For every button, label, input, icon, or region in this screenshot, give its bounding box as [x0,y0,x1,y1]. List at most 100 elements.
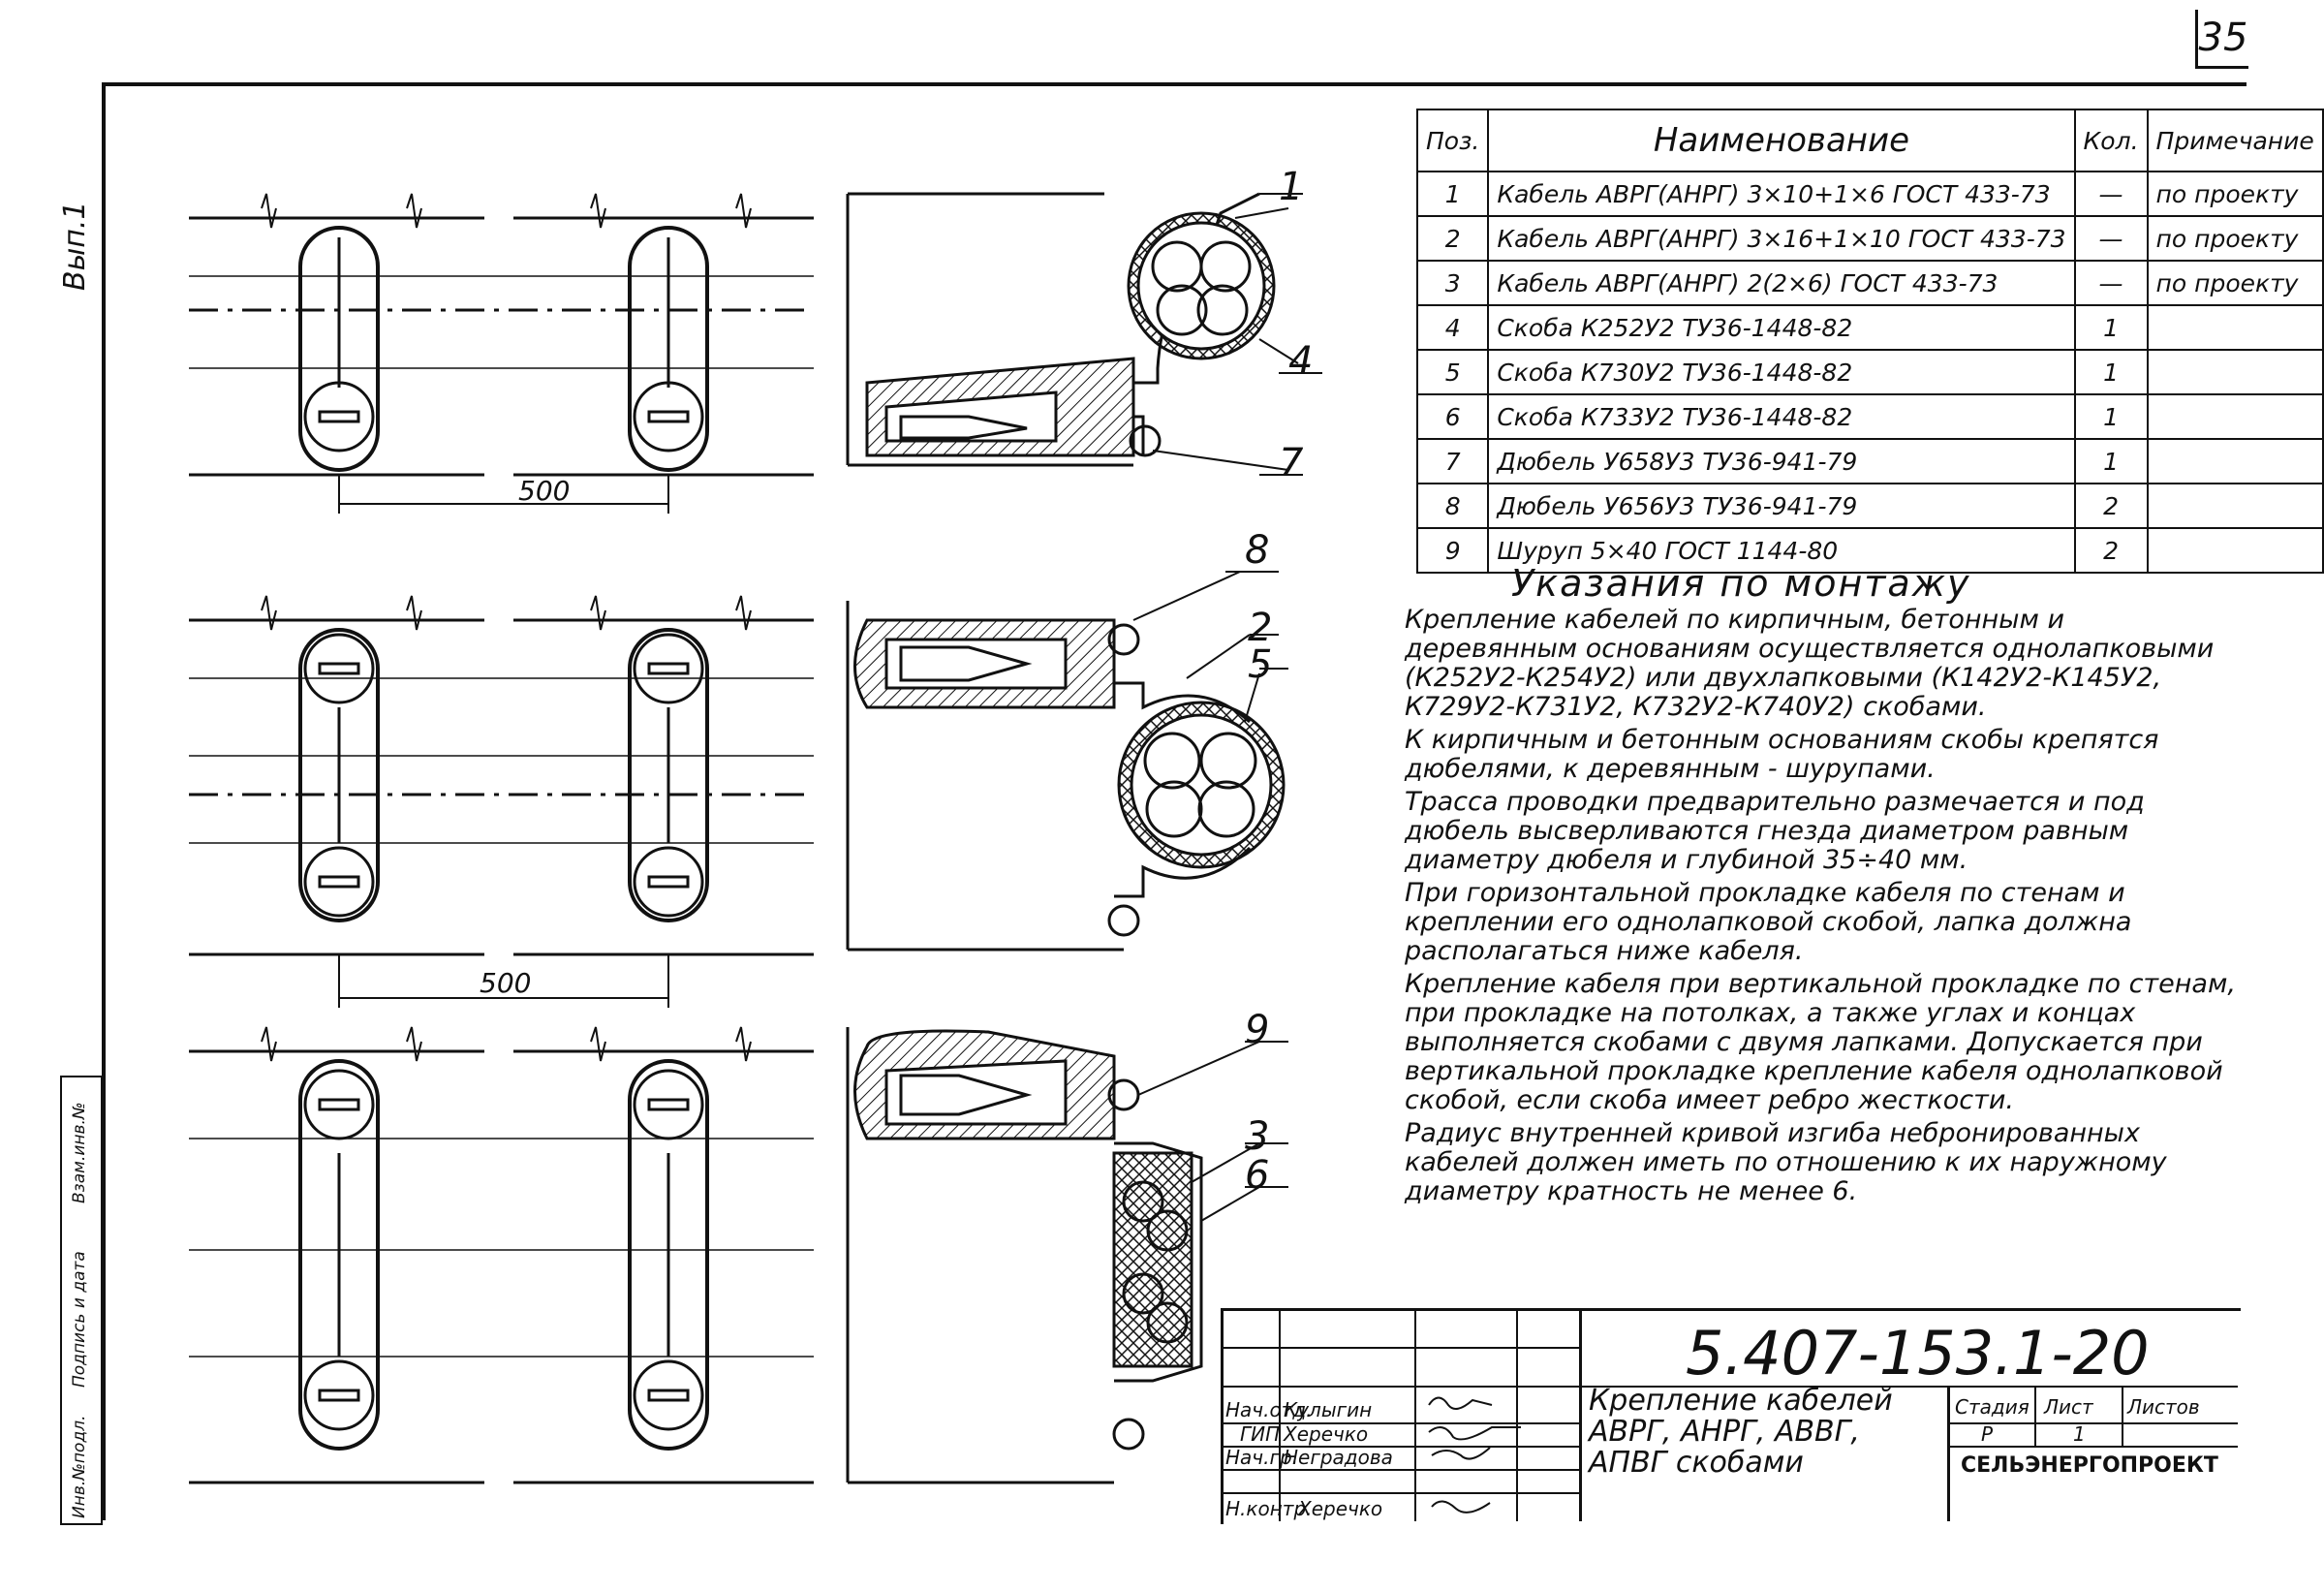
spec-qty: — [2073,215,2149,262]
side-stamp: Инв.№подл. Подпись и дата Взам.инв.№ [60,1076,103,1525]
signature-mark [1428,1426,1521,1441]
tb-line [2122,1386,2123,1446]
callout-6: 6 [1245,1153,1270,1198]
spec-name: Дюбель У658У3 ТУ36-941-79 [1487,438,2076,484]
name-n-kontr: Херечко [1298,1497,1383,1520]
role-nach-otd: Нач.отд. [1225,1398,1313,1421]
tb-line [1223,1492,1581,1494]
spec-header-pos: Поз. [1415,109,1490,172]
callout-7: 7 [1279,441,1304,485]
callout-1: 1 [1279,165,1304,209]
signature-mark [1431,1500,1491,1514]
sheet-value: 1 [2073,1422,2086,1446]
signature-mark [1431,1447,1491,1460]
callout-9: 9 [1245,1008,1270,1052]
spec-note [2146,527,2324,574]
stage-value: Р [1981,1422,1994,1446]
spec-header-qty: Кол. [2073,109,2149,172]
tb-line [1279,1310,1281,1521]
signatures [1428,1396,1521,1514]
name-nach-gr: Неградова [1284,1446,1393,1469]
role-n-kontr: Н.контр. [1225,1497,1313,1520]
document-title: Крепление кабелей АВРГ, АНРГ, АВВГ, АПВГ… [1589,1384,1893,1480]
spec-qty: 1 [2073,438,2149,484]
spec-pos: 7 [1415,438,1490,484]
spec-header-name: Наименование [1487,109,2076,172]
spec-note [2146,349,2324,395]
tb-line [1223,1347,1581,1349]
role-gip: ГИП [1240,1422,1281,1446]
spec-name: Кабель АВРГ(АНРГ) 3×10+1×6 ГОСТ 433-73 [1487,171,2076,217]
row3-wall [189,1027,1260,1484]
tb-line [1947,1386,1950,1521]
tb-line [1579,1310,1582,1521]
tb-line [1223,1386,1581,1388]
instruction-paragraph: Трасса проводки предварительно размечает… [1405,787,2145,875]
tb-line [1579,1386,2238,1388]
instruction-paragraph: К кирпичным и бетонным основаниям скобы … [1405,725,2159,784]
spec-qty: 1 [2073,304,2149,351]
sheets-label: Листов [2127,1395,2200,1419]
spec-qty: 1 [2073,393,2149,440]
spec-qty: 2 [2073,483,2149,529]
title-block [1221,1308,2241,1524]
spec-pos: 1 [1415,171,1490,217]
callout-5: 5 [1248,642,1273,687]
spec-pos: 4 [1415,304,1490,351]
dimension-500-row1: 500 [518,475,571,507]
instruction-paragraph: Крепление кабеля при вертикальной прокла… [1405,969,2236,1115]
instructions-title: Указания по монтажу [1511,562,1971,605]
spec-name: Скоба К252У2 ТУ36-1448-82 [1487,304,2076,351]
name-gip: Херечко [1284,1422,1369,1446]
spec-note [2146,483,2324,529]
spec-name: Скоба К733У2 ТУ36-1448-82 [1487,393,2076,440]
callout-2: 2 [1248,606,1273,650]
spec-pos: 6 [1415,393,1490,440]
spec-note: по проекту [2146,215,2324,262]
tb-line [1516,1310,1518,1521]
spec-name: Скоба К730У2 ТУ36-1448-82 [1487,349,2076,395]
spec-qty: 1 [2073,349,2149,395]
row2-wall [189,571,1286,1008]
dimension-500-row2: 500 [480,967,532,999]
instruction-paragraph: Крепление кабелей по кирпичным, бетонным… [1405,605,2215,722]
cable-fastening-drawing [189,192,1322,1484]
role-nach-gr: Нач.гр. [1225,1446,1299,1469]
spec-header-row: Поз. Наименование Кол. Примечание [1415,109,2324,172]
instructions-text: Крепление кабелей по кирпичным, бетонным… [1405,606,2238,1210]
spec-qty: — [2073,260,2149,306]
spec-header-note: Примечание [2146,109,2324,172]
tb-line [1947,1422,2238,1424]
spec-note: по проекту [2146,260,2324,306]
spec-name: Кабель АВРГ(АНРГ) 3×16+1×10 ГОСТ 433-73 [1487,215,2076,262]
tb-line [2034,1386,2036,1446]
organization: СЕЛЬЭНЕРГОПРОЕКТ [1961,1453,2218,1478]
callout-8: 8 [1245,528,1270,573]
spec-pos: 8 [1415,483,1490,529]
name-nach-otd: Кулыгин [1284,1398,1373,1421]
spec-qty: 2 [2073,527,2149,574]
spec-qty: — [2073,171,2149,217]
tb-line [1223,1446,1581,1448]
spec-pos: 5 [1415,349,1490,395]
sheet-label: Лист [2044,1395,2093,1419]
spec-note [2146,304,2324,351]
signature-mark [1428,1396,1493,1410]
tb-line [1947,1446,2238,1448]
spec-note [2146,393,2324,440]
instruction-paragraph: Радиус внутренней кривой изгиба небронир… [1405,1118,2167,1206]
stage-label: Стадия [1955,1395,2030,1419]
spec-name: Дюбель У656У3 ТУ36-941-79 [1487,483,2076,529]
spec-note [2146,438,2324,484]
row1-wall [189,192,1299,514]
tb-line [1223,1422,1581,1424]
